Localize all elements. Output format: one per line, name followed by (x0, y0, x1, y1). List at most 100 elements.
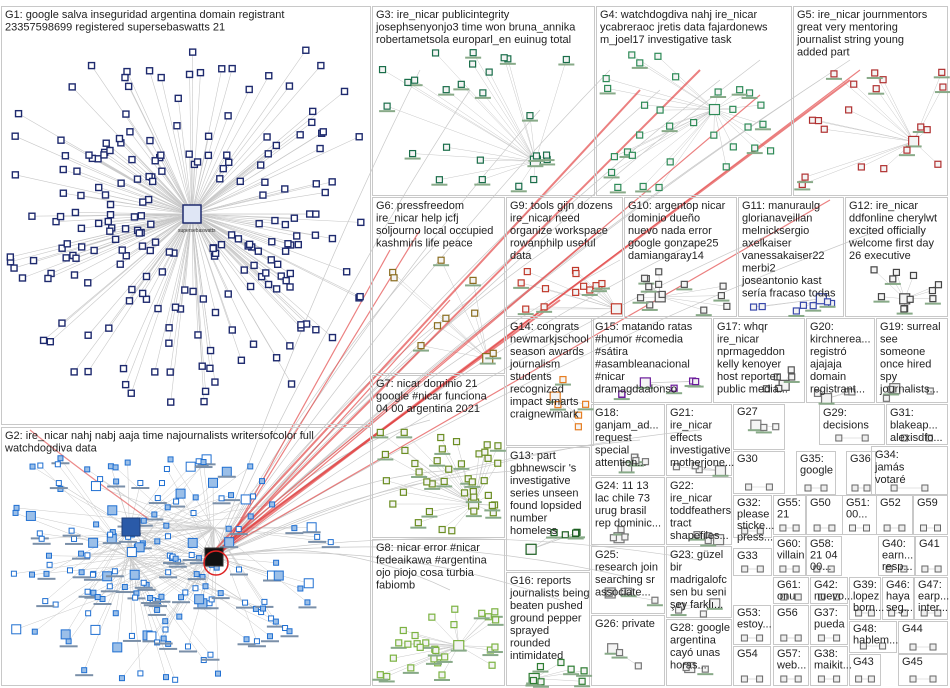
node-label-g7 (460, 482, 477, 485)
node-g16 (536, 662, 545, 671)
group-label-g27-line: G27 (737, 406, 758, 418)
edge (660, 285, 724, 298)
node-g1 (70, 271, 79, 279)
edge (191, 213, 199, 335)
node-g34 (921, 484, 929, 492)
node-label-g7 (434, 452, 451, 455)
node-g40 (885, 565, 893, 573)
edge (191, 213, 242, 361)
node-g6 (437, 256, 445, 264)
node-label-g2 (152, 600, 171, 603)
node-g43 (855, 675, 863, 683)
node-label-g2 (189, 562, 208, 565)
edge (448, 469, 474, 505)
group-label-g16-line: journalists being (509, 588, 590, 600)
node-g2 (286, 628, 293, 635)
node-label-g8 (450, 649, 467, 652)
edge (191, 68, 233, 215)
node-g37 (817, 634, 825, 642)
node-label-g20 (818, 402, 835, 405)
edge (534, 670, 585, 679)
edge (105, 194, 193, 215)
edge (125, 213, 193, 385)
edge (191, 213, 291, 274)
node-label-g24 (613, 533, 630, 536)
edge (714, 109, 764, 125)
node-g4 (628, 151, 636, 159)
group-label-g5-line: great very mentoring (797, 22, 898, 34)
node-g2 (192, 585, 199, 592)
strong-edge (29, 429, 151, 521)
edge (191, 213, 307, 325)
node-g1 (173, 122, 181, 130)
node-g11 (758, 302, 766, 311)
node-g8 (491, 643, 499, 651)
node-label-g14 (549, 408, 566, 411)
node-label-g7 (485, 516, 502, 519)
node-g17 (762, 385, 771, 393)
node-g16 (578, 677, 586, 685)
node-g21 (695, 466, 703, 474)
node-g1 (286, 269, 295, 278)
node-label-g2 (159, 576, 178, 579)
node-label-g7 (453, 467, 470, 470)
edge (436, 460, 474, 505)
group-label-g15-line: #humor #comedia (595, 334, 684, 346)
cross-edge (213, 552, 561, 601)
node-g4 (759, 120, 767, 128)
node-label-g16 (576, 674, 593, 677)
node-g3 (562, 55, 570, 64)
node-label-g7 (410, 526, 427, 529)
node-g1 (166, 368, 174, 376)
node-g2 (195, 458, 202, 465)
node-g1 (61, 152, 70, 160)
group-label-g38-line: G38: (814, 648, 838, 660)
edge (544, 306, 617, 310)
node-g34 (890, 484, 898, 492)
edge (191, 213, 211, 351)
node-g1 (57, 136, 65, 144)
node-label-g2 (107, 485, 126, 488)
group-box-g10 (624, 197, 737, 317)
edge (658, 109, 715, 188)
edge (545, 288, 617, 310)
node-label-g9 (517, 313, 534, 316)
node-g2 (164, 504, 171, 511)
node-g1 (188, 48, 197, 56)
node-g60 (792, 565, 800, 573)
group-label-g48-line: G48: (853, 623, 877, 635)
group-label-g9-line: organize workspace (510, 225, 608, 237)
node-label-g2 (59, 645, 78, 648)
edge (644, 104, 715, 110)
group-label-g15-line: dramagdaalonso (595, 384, 677, 396)
strong-cross-edge (219, 229, 421, 556)
edge (631, 54, 715, 110)
node-label-g8 (417, 646, 434, 649)
node-label-g3 (528, 159, 545, 162)
group-box-g44 (898, 621, 948, 654)
node-g2 (273, 559, 280, 566)
node-label-g2 (182, 559, 201, 562)
node-g28 (701, 665, 709, 673)
group-box-g18 (591, 404, 665, 476)
edge (60, 213, 193, 217)
edge (110, 204, 193, 215)
node-g2 (45, 552, 52, 559)
node-g51 (849, 524, 856, 532)
group-label-g3-line: robertametsola europarl_en euinug total (376, 34, 571, 46)
node-g7 (414, 519, 422, 527)
node-g1 (144, 195, 153, 204)
edge (92, 527, 215, 576)
node-g2 (84, 588, 91, 595)
group-label-g37-line: pueda (814, 619, 845, 631)
node-g5 (923, 126, 931, 134)
edge (10, 213, 193, 258)
node-label-g2 (236, 606, 255, 609)
cross-edge (213, 429, 701, 558)
edge (191, 213, 251, 287)
node-g30 (765, 483, 773, 491)
node-g1 (84, 331, 92, 339)
edge (818, 120, 914, 142)
node-g11 (823, 298, 832, 306)
node-g1 (311, 231, 320, 239)
